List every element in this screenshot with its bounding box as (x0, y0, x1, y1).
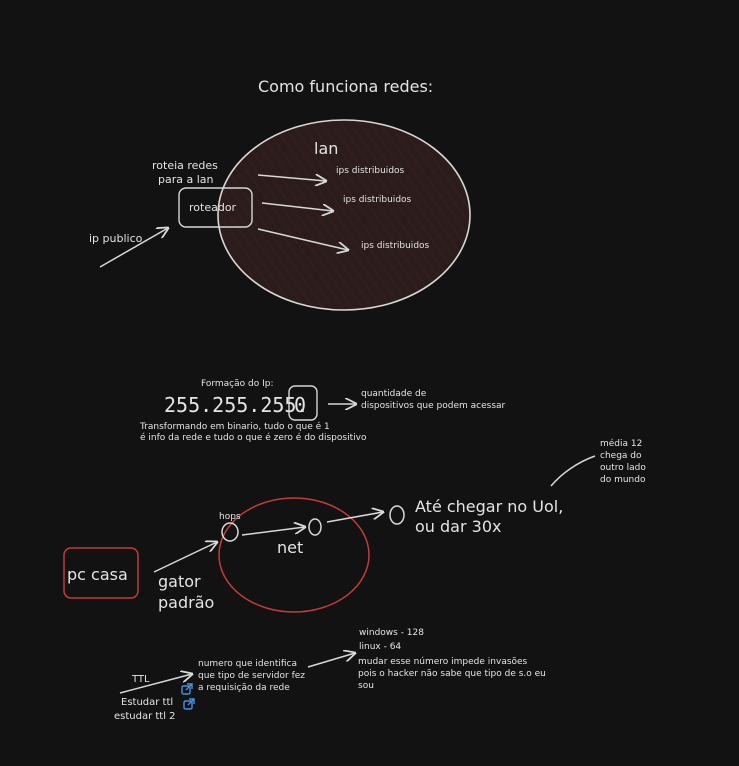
ttl-change-line-3: sou (358, 681, 374, 691)
hop-arrow-1 (241, 527, 305, 536)
uol-line-2: ou dar 30x (415, 517, 502, 536)
ips-distribuidos-1: ips distribuidos (336, 166, 405, 176)
average-curve (550, 455, 596, 487)
uol-line-1: Até chegar no Uol, (415, 497, 564, 516)
router-ips-arrow-3 (257, 228, 348, 250)
ttl-label: TTL (132, 674, 150, 685)
ip-binary-line-2: é info da rede e tudo o que é zero é do … (140, 433, 367, 443)
ip-last-octet: 0 (294, 393, 307, 417)
ip-prefix: 255.255.255. (164, 393, 309, 417)
ttl-change-line-1: mudar esse número impede invasões (358, 657, 528, 667)
ips-distribuidos-2: ips distribuidos (343, 195, 412, 205)
gateway-arrow (153, 542, 217, 573)
router-box (178, 187, 253, 228)
ttl-desc-line-2: que tipo de servidor fez (198, 671, 305, 681)
linux-ttl: linux - 64 (359, 642, 402, 652)
pc-label: pc casa (67, 565, 128, 584)
external-link-icon[interactable] (181, 683, 193, 695)
ip-heading: Formação do Ip: (201, 379, 274, 389)
ttl-change-line-2: pois o hacker não sabe que tipo de s.o e… (358, 669, 546, 679)
average-line-4: do mundo (600, 475, 646, 485)
gateway-line-1: gator (158, 572, 201, 591)
ttl-arrow (119, 674, 192, 694)
hop-circle-2 (308, 518, 322, 536)
hop-circle-1 (221, 522, 239, 542)
ttl-os-arrow (307, 653, 355, 668)
windows-ttl: windows - 128 (359, 628, 424, 638)
ip-qty-line-1: quantidade de (361, 389, 427, 399)
gateway-line-2: padrão (158, 593, 215, 612)
ip-qty-line-2: dispositivos que podem acessar (361, 401, 506, 411)
lan-label: lan (314, 139, 339, 158)
average-line-2: chega do (600, 451, 642, 461)
average-line-3: outro lado (600, 463, 646, 473)
ip-binary-line-1: Transformando em binario, tudo o que é 1 (140, 422, 330, 432)
ttl-desc-line-1: numero que identifica (198, 659, 298, 669)
page-title: Como funciona redes: (258, 77, 434, 96)
public-ip-arrow (99, 228, 168, 268)
router-ips-arrow-2 (261, 202, 333, 211)
hop-arrow-2 (326, 512, 383, 523)
router-label: roteador (189, 201, 237, 214)
public-ip-label: ip publico (89, 232, 143, 245)
hops-label: hops (219, 512, 241, 522)
study-ttl-link[interactable]: Estudar ttl (121, 697, 174, 708)
net-ellipse (218, 497, 370, 613)
ips-distribuidos-3: ips distribuidos (361, 241, 430, 251)
router-note-line-2: para a lan (158, 173, 214, 186)
router-note-line-1: roteia redes (152, 159, 218, 172)
ip-last-octet-box (288, 385, 318, 421)
ttl-desc-line-3: a requisição da rede (198, 683, 290, 693)
router-ips-arrow-1 (257, 175, 326, 181)
external-link-icon[interactable] (183, 698, 195, 710)
average-line-1: média 12 (600, 439, 643, 449)
lan-ellipse (217, 119, 471, 311)
net-label: net (277, 538, 304, 557)
study-ttl-2-link[interactable]: estudar ttl 2 (114, 711, 176, 722)
pc-box (63, 547, 139, 599)
hop-circle-3 (389, 505, 405, 525)
